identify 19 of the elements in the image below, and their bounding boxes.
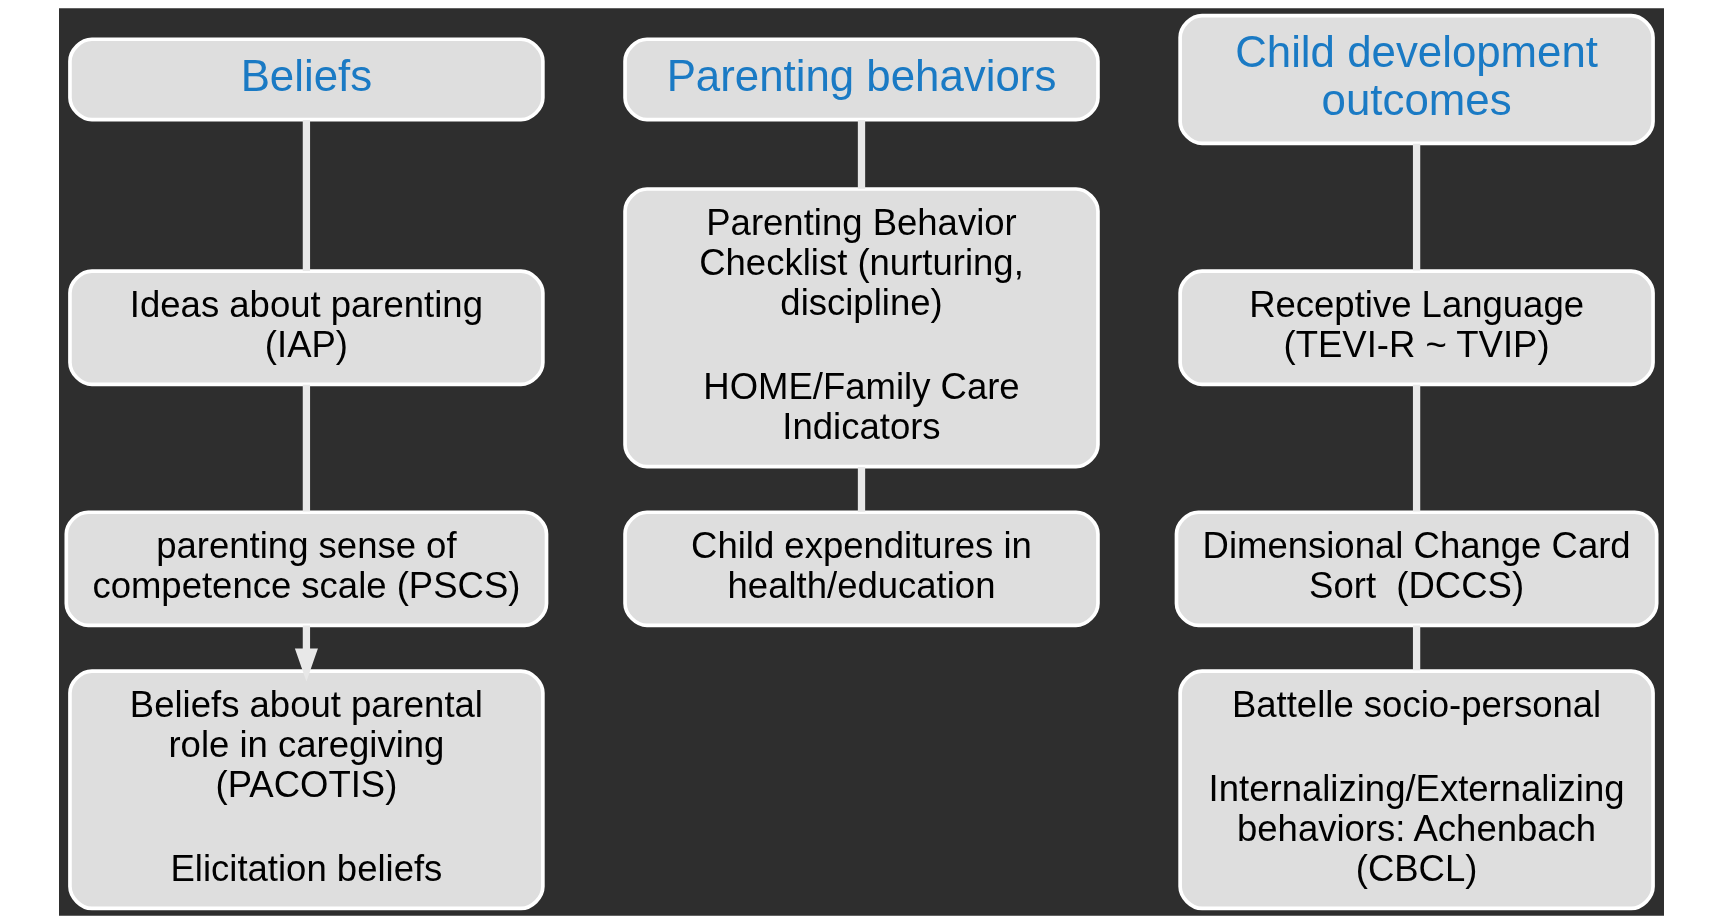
connector — [302, 120, 311, 271]
node-box: Parenting behaviors — [623, 37, 1100, 122]
connector — [1412, 625, 1421, 671]
node-box: Beliefs — [68, 37, 545, 122]
node-box: Battelle socio-personal Internalizing/Externalizing behaviors: Achenbach (CBCL) — [1178, 669, 1655, 911]
node-box: Beliefs about parental role in caregiving (PACOTIS) Elicitation beliefs — [68, 669, 545, 911]
connector — [302, 384, 311, 512]
node-box: Receptive Language (TEVI-R ~ TVIP) — [1178, 269, 1655, 387]
connector — [1412, 384, 1421, 512]
node-box: Parenting Behavior Checklist (nurturing, discipline) HOME/Family Care Indicators — [623, 187, 1100, 469]
node-box: Dimensional Change Card Sort (DCCS) — [1174, 510, 1659, 628]
connector — [857, 120, 866, 189]
connector — [857, 467, 866, 512]
connector — [1412, 143, 1421, 271]
node-box: Child development outcomes — [1178, 13, 1655, 146]
arrow — [294, 625, 318, 682]
node-box: Child expenditures in health/education — [623, 510, 1100, 628]
node-box: Ideas about parenting (IAP) — [68, 269, 545, 387]
node-box: parenting sense of competence scale (PSCS) — [64, 510, 549, 628]
